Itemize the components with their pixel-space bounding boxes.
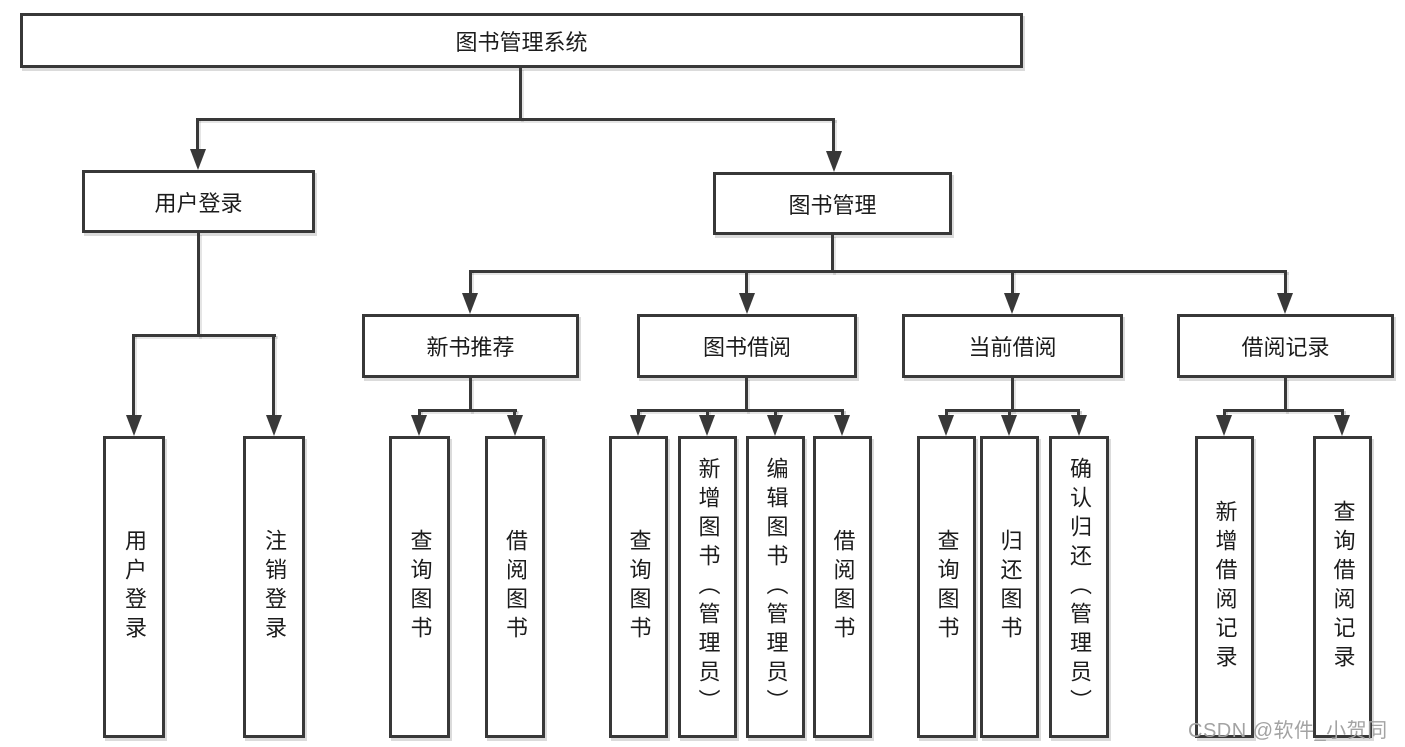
connector-arrowhead-down <box>630 415 646 436</box>
connector-line <box>1077 409 1080 419</box>
connector-arrowhead-down <box>1004 293 1020 314</box>
connector-line <box>1341 409 1344 419</box>
leaf-borrow-borrow-books: 借阅图书 <box>813 436 872 738</box>
connector-line <box>513 409 516 419</box>
connector-line <box>745 270 748 297</box>
connector-line <box>1284 270 1287 297</box>
csdn-watermark: CSDN @软件_小贺同学 <box>1188 720 1388 742</box>
connector-arrowhead-down <box>1277 293 1293 314</box>
connector-arrowhead-down <box>266 415 282 436</box>
connector-arrowhead-down <box>1071 415 1087 436</box>
connector-line <box>272 334 275 419</box>
node-root-system: 图书管理系统 <box>20 13 1023 68</box>
connector-arrowhead-down <box>126 415 142 436</box>
connector-arrowhead-down <box>739 293 755 314</box>
node-current-borrowing: 当前借阅 <box>902 314 1123 378</box>
connector-line <box>1223 409 1226 419</box>
connector-line <box>197 233 200 337</box>
connector-line <box>832 118 835 155</box>
connector-line <box>469 270 472 297</box>
connector-arrowhead-down <box>462 293 478 314</box>
connector-arrowhead-down <box>1216 415 1232 436</box>
connector-arrowhead-down <box>1001 415 1017 436</box>
leaf-current-confirm-return-admin: 确认归还（管理员） <box>1049 436 1109 738</box>
node-borrowing-records: 借阅记录 <box>1177 314 1394 378</box>
connector-line <box>418 409 421 419</box>
connector-arrowhead-down <box>507 415 523 436</box>
leaf-newbook-borrow-books: 借阅图书 <box>485 436 545 738</box>
connector-line <box>1011 378 1014 412</box>
connector-line <box>1223 409 1344 412</box>
leaf-records-add-record: 新增借阅记录 <box>1195 436 1254 738</box>
leaf-borrow-query-books: 查询图书 <box>609 436 668 738</box>
node-book-borrowing: 图书借阅 <box>637 314 857 378</box>
connector-line <box>774 409 777 419</box>
connector-line <box>132 334 135 419</box>
connector-arrowhead-down <box>767 415 783 436</box>
connector-line <box>519 68 522 120</box>
connector-line <box>469 378 472 412</box>
leaf-logout: 注销登录 <box>243 436 305 738</box>
leaf-borrow-edit-books-admin: 编辑图书（管理员） <box>746 436 805 738</box>
leaf-newbook-query-books: 查询图书 <box>389 436 450 738</box>
connector-line <box>945 409 948 419</box>
leaf-user-login: 用户登录 <box>103 436 165 738</box>
connector-line <box>1008 409 1011 419</box>
connector-line <box>196 118 199 153</box>
connector-line <box>637 409 640 419</box>
node-book-management: 图书管理 <box>713 172 952 235</box>
leaf-records-query-record: 查询借阅记录 <box>1313 436 1372 738</box>
leaf-current-query-books: 查询图书 <box>917 436 976 738</box>
connector-line <box>1284 378 1287 412</box>
connector-arrowhead-down <box>190 149 206 170</box>
connector-line <box>196 118 835 121</box>
leaf-borrow-add-books-admin: 新增图书（管理员） <box>678 436 737 738</box>
connector-line <box>418 409 517 412</box>
connector-line <box>831 235 834 273</box>
connector-line <box>745 378 748 412</box>
leaf-current-return-books: 归还图书 <box>980 436 1039 738</box>
node-user-login: 用户登录 <box>82 170 315 233</box>
connector-line <box>1011 270 1014 297</box>
connector-arrowhead-down <box>1334 415 1350 436</box>
connector-arrowhead-down <box>938 415 954 436</box>
connector-arrowhead-down <box>699 415 715 436</box>
connector-arrowhead-down <box>411 415 427 436</box>
connector-arrowhead-down <box>826 151 842 172</box>
connector-line <box>841 409 844 419</box>
node-new-book-recommend: 新书推荐 <box>362 314 579 378</box>
connector-line <box>637 409 844 412</box>
connector-line <box>469 270 1287 273</box>
connector-line <box>132 334 276 337</box>
connector-arrowhead-down <box>834 415 850 436</box>
connector-line <box>945 409 1080 412</box>
connector-line <box>706 409 709 419</box>
